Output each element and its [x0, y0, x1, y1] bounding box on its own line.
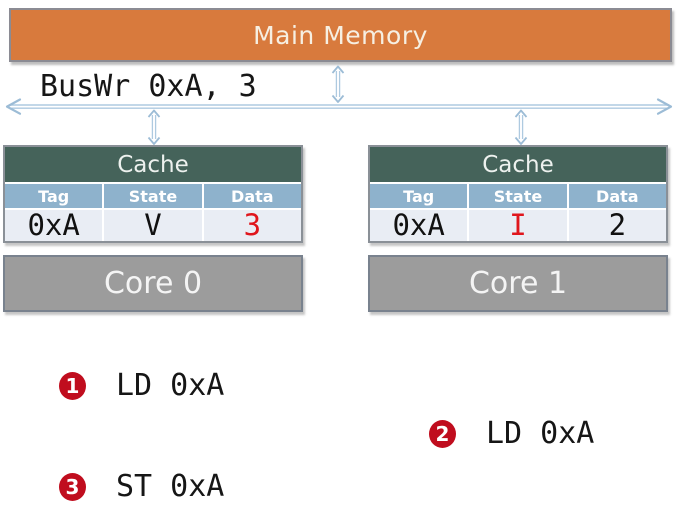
step-2: 2 LD 0xA: [429, 416, 594, 451]
step-2-operation: LD 0xA: [486, 416, 595, 451]
cache1-column-headers: Tag State Data: [370, 182, 666, 208]
step-1: 1 LD 0xA: [59, 368, 224, 403]
core1-box: Core 1: [368, 255, 668, 312]
core0-label: Core 0: [103, 266, 203, 301]
cache0-table: Cache Tag State Data 0xA V 3: [3, 145, 303, 243]
cache0-col-state: State: [104, 184, 202, 208]
step-3-operation: ST 0xA: [116, 469, 225, 504]
cache1-state-value: I: [469, 210, 567, 241]
memory-bus-connector: [331, 65, 345, 103]
bus-right-arrowhead: [656, 98, 673, 115]
cache0-col-tag: Tag: [5, 184, 103, 208]
cache0-entry-row: 0xA V 3: [5, 208, 301, 241]
cache1-entry-row: 0xA I 2: [370, 208, 666, 241]
step-1-number-badge: 1: [59, 371, 86, 400]
cache0-state-value: V: [104, 210, 202, 241]
step-3: 3 ST 0xA: [59, 469, 224, 504]
cache1-data-value: 2: [568, 210, 666, 241]
cache0-col-data: Data: [203, 184, 301, 208]
cache1-col-state: State: [469, 184, 567, 208]
core0-box: Core 0: [3, 255, 303, 312]
cache0-tag-value: 0xA: [5, 210, 103, 241]
cache0-title: Cache: [5, 147, 301, 182]
bus-cache1-connector: [514, 109, 528, 145]
bus-cache0-connector: [147, 109, 161, 145]
step-1-operation: LD 0xA: [116, 368, 225, 403]
cache1-table: Cache Tag State Data 0xA I 2: [368, 145, 668, 243]
step-2-number-badge: 2: [429, 419, 456, 448]
main-memory-box: Main Memory: [9, 8, 672, 62]
bus-transaction-label: BusWr 0xA, 3: [40, 69, 257, 104]
cache1-col-data: Data: [568, 184, 666, 208]
main-memory-label: Main Memory: [253, 20, 428, 50]
cache0-data-value: 3: [203, 210, 301, 241]
bus-line: [9, 104, 669, 109]
cache0-column-headers: Tag State Data: [5, 182, 301, 208]
cache1-title: Cache: [370, 147, 666, 182]
cache1-col-tag: Tag: [370, 184, 468, 208]
bus-left-arrowhead: [5, 98, 22, 115]
step-3-number-badge: 3: [59, 472, 86, 501]
cache1-tag-value: 0xA: [370, 210, 468, 241]
core1-label: Core 1: [468, 266, 568, 301]
